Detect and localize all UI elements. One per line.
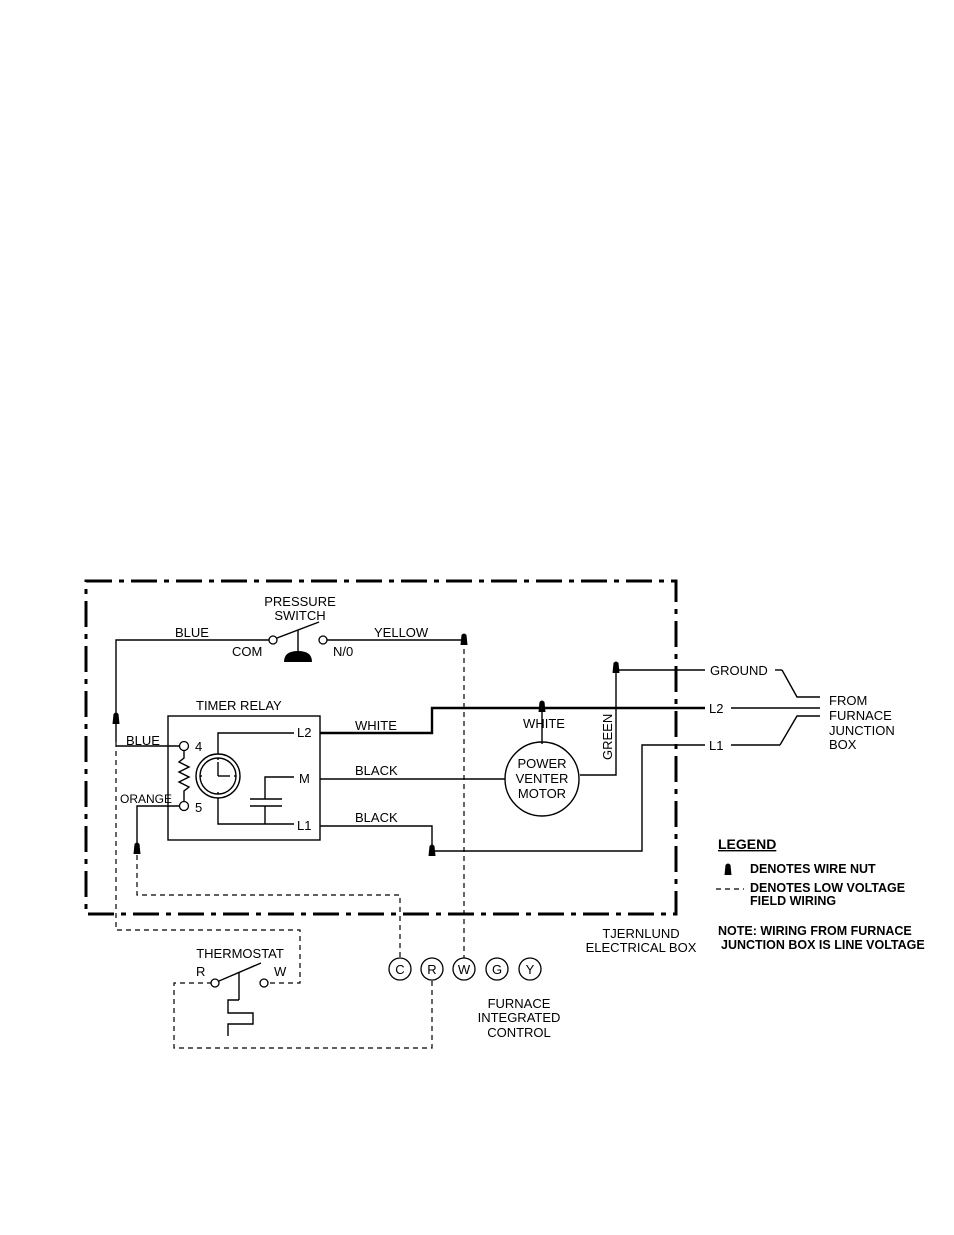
- pressure-diaphragm-icon: [284, 651, 312, 662]
- green-label: GREEN: [600, 714, 615, 760]
- electrical-box-outline: [84, 579, 678, 916]
- from-label-1: FROM: [829, 693, 867, 708]
- terminal-c: [388, 957, 412, 981]
- terminal-g-label: G: [492, 962, 502, 977]
- motor-label-1: POWER: [517, 756, 566, 771]
- relay-l2-label: L2: [297, 725, 311, 740]
- terminal-g: [485, 957, 509, 981]
- orange-label: ORANGE: [120, 792, 172, 806]
- terminal-r-label: R: [427, 962, 436, 977]
- black-wire-label-1: BLACK: [355, 763, 398, 778]
- blue-wire-top: [115, 639, 269, 742]
- wire-nut-black: [428, 844, 436, 856]
- ground-label: GROUND: [710, 663, 768, 678]
- black-wire-label-2: BLACK: [355, 810, 398, 825]
- white-wire-label: WHITE: [355, 718, 397, 733]
- power-venter-motor: [504, 741, 580, 817]
- timer-relay-label: TIMER RELAY: [196, 698, 282, 713]
- orange-wire: [136, 805, 180, 846]
- tjernlund-label-2: ELECTRICAL BOX: [586, 940, 697, 955]
- yellow-label: YELLOW: [374, 625, 429, 640]
- wire-nut-yellow: [460, 633, 468, 645]
- terminal-r: [420, 957, 444, 981]
- from-label-4: BOX: [829, 737, 857, 752]
- no-terminal: [318, 635, 328, 645]
- motor-label-3: MOTOR: [518, 786, 566, 801]
- motor-label-2: VENTER: [516, 771, 569, 786]
- pressure-switch-label-2: SWITCH: [274, 608, 325, 623]
- com-label: COM: [232, 644, 262, 659]
- furnace-control-label-2: INTEGRATED: [478, 1010, 561, 1025]
- tjernlund-label-1: TJERNLUND: [602, 926, 679, 941]
- terminal-y: [518, 957, 542, 981]
- terminal-4-label: 4: [195, 739, 202, 754]
- wire-nut-blue: [112, 712, 120, 724]
- furnace-terminals: C R W G Y: [388, 957, 542, 981]
- timer-relay-box: [167, 715, 321, 841]
- legend-low-voltage-2: FIELD WIRING: [750, 894, 836, 908]
- wire-nut-ground: [612, 661, 620, 673]
- pressure-switch: [268, 621, 328, 662]
- terminal-y-label: Y: [526, 962, 535, 977]
- thermostat-label: THERMOSTAT: [196, 946, 284, 961]
- thermostat-w-label: W: [274, 964, 287, 979]
- legend-title: LEGEND: [718, 836, 776, 852]
- white-motor-label: WHITE: [523, 716, 565, 731]
- furnace-control-label-1: FURNACE: [488, 996, 551, 1011]
- bimetal-icon: [227, 999, 254, 1036]
- relay-terminal-4: [178, 740, 190, 752]
- relay-l1-label: L1: [297, 818, 311, 833]
- wire-nut-white: [538, 700, 546, 712]
- terminal-w-label: W: [458, 962, 471, 977]
- blue-top-label: BLUE: [175, 625, 209, 640]
- relay-terminal-5: [178, 800, 190, 812]
- thermostat-r-label: R: [196, 964, 205, 979]
- terminal-c-label: C: [395, 962, 404, 977]
- pressure-switch-label-1: PRESSURE: [264, 594, 336, 609]
- l2-line-label: L2: [709, 701, 723, 716]
- com-terminal: [268, 635, 278, 645]
- no-label: N/0: [333, 644, 353, 659]
- clock-icon: [195, 753, 241, 799]
- terminal-5-label: 5: [195, 800, 202, 815]
- from-label-3: JUNCTION: [829, 723, 895, 738]
- thermostat: [210, 962, 269, 1036]
- wire-nut-orange: [133, 842, 141, 854]
- legend-note-1: NOTE: WIRING FROM FURNACE: [718, 924, 912, 938]
- relay-m-label: M: [299, 771, 310, 786]
- legend-note-2: JUNCTION BOX IS LINE VOLTAGE: [721, 938, 925, 952]
- from-label-2: FURNACE: [829, 708, 892, 723]
- legend: LEGEND DENOTES WIRE NUT DENOTES LOW VOLT…: [716, 836, 925, 952]
- terminal-w: [452, 957, 476, 981]
- l1-line-label: L1: [709, 738, 723, 753]
- green-wire: [580, 669, 705, 776]
- white-wire: [320, 706, 705, 735]
- legend-low-voltage-1: DENOTES LOW VOLTAGE: [750, 881, 905, 895]
- legend-wire-nut: DENOTES WIRE NUT: [750, 862, 876, 876]
- black-wire-l1: [320, 744, 705, 852]
- resistor-icon: [177, 751, 191, 801]
- blue-left-label: BLUE: [126, 733, 160, 748]
- furnace-control-label-3: CONTROL: [487, 1025, 551, 1040]
- wire-nut-icon: [724, 863, 732, 875]
